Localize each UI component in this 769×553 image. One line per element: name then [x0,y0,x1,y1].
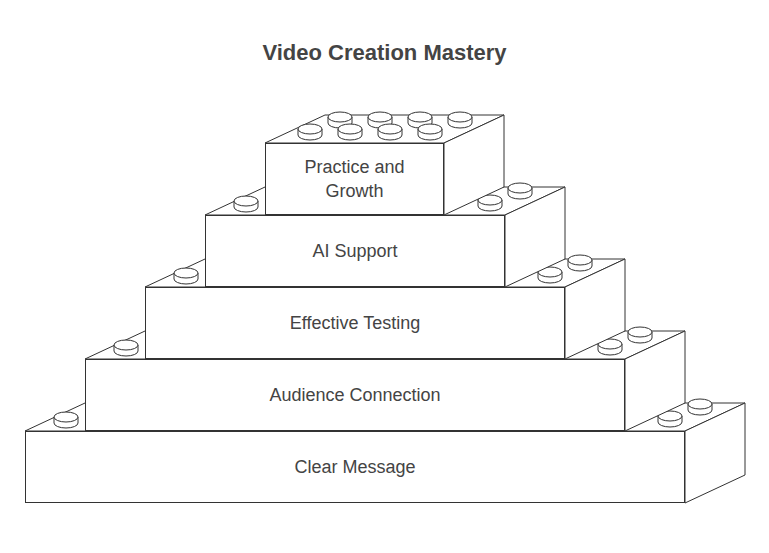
stud-top [508,183,532,193]
brick-label: Clear Message [294,455,415,479]
stud-top [378,124,402,134]
brick-front: Clear Message [25,431,685,503]
stud-top [418,124,442,134]
stud-top [338,124,362,134]
brick-side [685,403,745,503]
brick-label: Audience Connection [269,383,440,407]
brick-front: Practice and Growth [265,143,444,215]
brick-side [625,331,685,431]
stud-top [174,268,198,278]
brick-front: Audience Connection [85,359,625,431]
brick-side [505,187,565,287]
stud-top [234,196,258,206]
diagram-title: Video Creation Mastery [0,40,769,66]
stud-top [628,327,652,337]
brick-label: Practice and Growth [296,155,413,203]
stud-top [448,112,472,122]
stud-top [114,340,138,350]
stud-top [688,399,712,409]
stud-top [408,112,432,122]
stud-top [568,255,592,265]
brick-label: AI Support [312,239,397,263]
stud-top [328,112,352,122]
brick-front: AI Support [205,215,505,287]
brick-front: Effective Testing [145,287,565,359]
brick-side [444,115,504,215]
stud-top [368,112,392,122]
stud-top [298,124,322,134]
brick-side [565,259,625,359]
stud-top [54,412,78,422]
brick-label: Effective Testing [290,311,420,335]
